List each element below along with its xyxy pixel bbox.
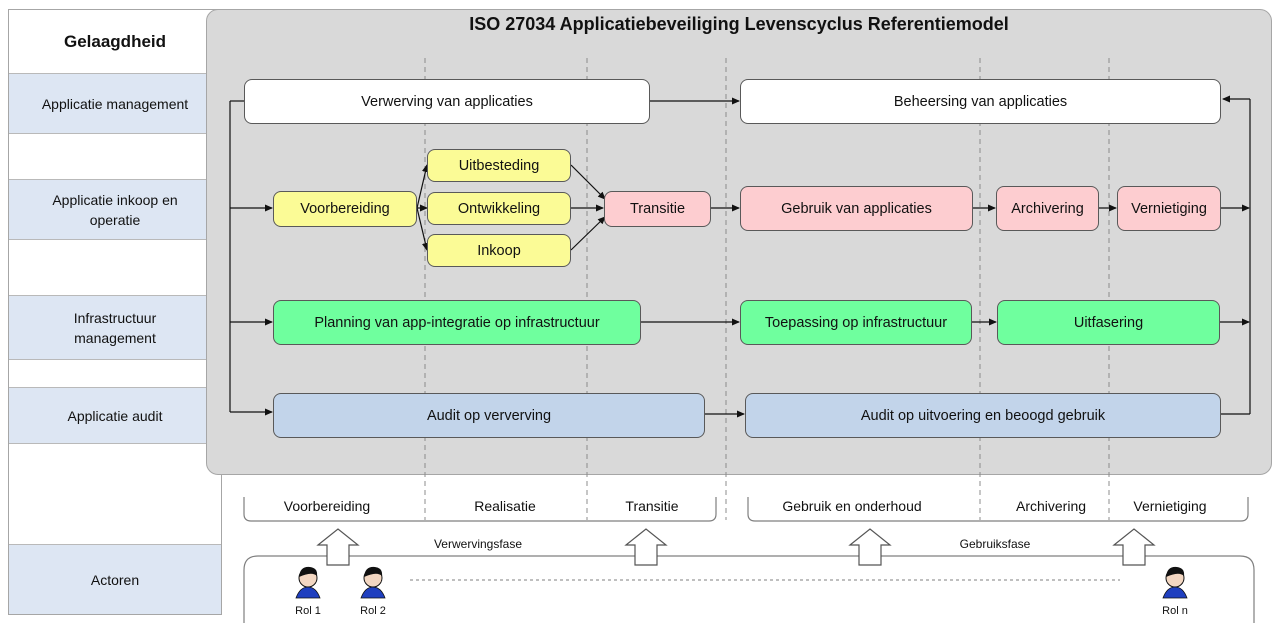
- box-uitbesteding: Uitbesteding: [427, 149, 571, 182]
- diagram-title: ISO 27034 Applicatiebeveiliging Levenscy…: [469, 14, 1009, 34]
- phase-realisatie: Realisatie: [474, 498, 536, 514]
- layer-spacer-1: [9, 134, 221, 180]
- box-archivering: Archivering: [996, 186, 1099, 231]
- layer-app-management: Applicatie management: [9, 74, 221, 134]
- box-voorbereiding: Voorbereiding: [273, 191, 417, 227]
- box-ontwikkeling: Ontwikkeling: [427, 192, 571, 225]
- actor-label-1: Rol 1: [295, 605, 321, 617]
- phase-gebruik-onderhoud: Gebruik en onderhoud: [782, 498, 922, 514]
- person-icon-1: [295, 566, 321, 599]
- layer-spacer-2: [9, 240, 221, 296]
- person-icon-2: [360, 566, 386, 599]
- layer-spacer-3: [9, 360, 221, 388]
- layer-header: Gelaagdheid: [9, 10, 221, 74]
- box-audit-verwerving: Audit op ververving: [273, 393, 705, 438]
- phase-gebruiksfase: Gebruiksfase: [959, 537, 1031, 551]
- box-verwerving: Verwerving van applicaties: [244, 79, 650, 124]
- box-vernietiging: Vernietiging: [1117, 186, 1221, 231]
- box-audit-uitvoering: Audit op uitvoering en beoogd gebruik: [745, 393, 1221, 438]
- up-arrows: [316, 528, 1156, 566]
- layer-app-procurement: Applicatie inkoop en operatie: [9, 180, 221, 240]
- phase-verwervingsfase: Verwervingsfase: [433, 537, 523, 551]
- box-inkoop: Inkoop: [427, 234, 571, 267]
- phase-archivering: Archivering: [1015, 498, 1087, 514]
- phase-transitie: Transitie: [625, 498, 679, 514]
- box-uitfasering: Uitfasering: [997, 300, 1220, 345]
- phase-voorbereiding: Voorbereiding: [283, 498, 371, 514]
- person-icon-n: [1162, 566, 1188, 599]
- actor-label-n: Rol n: [1162, 605, 1188, 617]
- layer-infra-management: Infrastructuur management: [9, 296, 221, 360]
- layer-spacer-4: [9, 444, 221, 545]
- box-toepassing: Toepassing op infrastructuur: [740, 300, 972, 345]
- actor-label-2: Rol 2: [360, 605, 386, 617]
- layer-column: Gelaagdheid Applicatie management Applic…: [8, 9, 222, 615]
- layer-app-audit: Applicatie audit: [9, 388, 221, 444]
- layer-actors: Actoren: [9, 545, 221, 614]
- box-transitie: Transitie: [604, 191, 711, 227]
- box-planning: Planning van app-integratie op infrastru…: [273, 300, 641, 345]
- box-gebruik: Gebruik van applicaties: [740, 186, 973, 231]
- phase-vernietiging: Vernietiging: [1133, 498, 1207, 514]
- phase-dividers: [424, 58, 1110, 520]
- box-beheersing: Beheersing van applicaties: [740, 79, 1221, 124]
